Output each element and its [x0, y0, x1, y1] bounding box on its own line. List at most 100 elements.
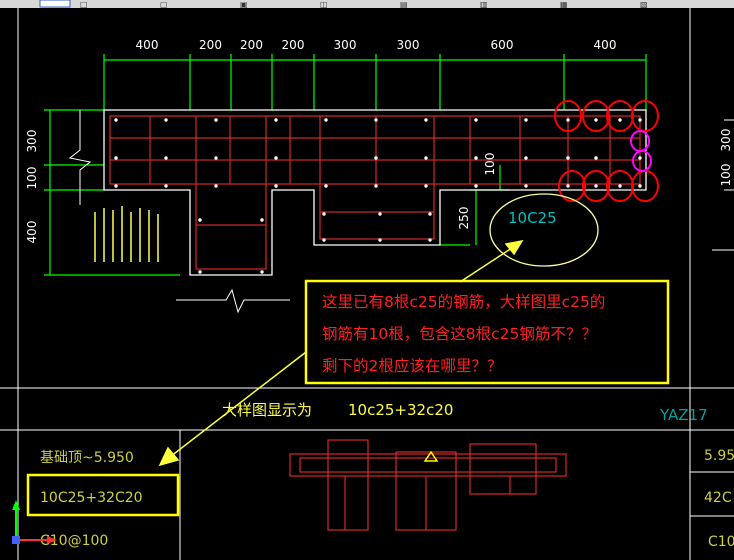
- rebar-bar-9: [566, 118, 570, 122]
- top-dim-3: 200: [282, 38, 305, 52]
- rebar-bar-35: [618, 184, 622, 188]
- ucs-x-arrow: [47, 536, 57, 544]
- rebar-highlight-box: [26, 473, 180, 517]
- rebar-bar-33: [566, 184, 570, 188]
- red-highlight-0: [554, 100, 582, 132]
- caption-prefix: 大样图显示为: [222, 401, 312, 419]
- rebar-bar-11: [618, 118, 622, 122]
- section-outer: [289, 453, 567, 477]
- rebar-bar-27: [274, 184, 278, 188]
- column-outline: [103, 109, 647, 276]
- rebar-bar-38: [260, 218, 264, 222]
- left-dim-400: 400: [25, 221, 39, 244]
- foundation-top-label: 基础顶~5.950: [40, 449, 134, 466]
- rebar-bar-39: [198, 270, 202, 274]
- toolbar-button-6[interactable]: ▦: [560, 0, 568, 9]
- top-dim-2: 200: [240, 38, 263, 52]
- rebar-bar-0: [114, 118, 118, 122]
- arrow-to-callout-head: [504, 239, 524, 256]
- rebar-bar-34: [594, 184, 598, 188]
- toolbar-button-5[interactable]: ▥: [480, 0, 488, 9]
- magenta-highlight-1: [632, 150, 652, 172]
- stirrup-label: C10@100: [40, 533, 108, 549]
- rebar-bar-20: [524, 156, 528, 160]
- rebar-bar-22: [594, 156, 598, 160]
- arrows: [158, 239, 524, 467]
- rebar-bar-6: [424, 118, 428, 122]
- toolbar-button-1[interactable]: ▢: [160, 0, 168, 9]
- top-dim-6: 600: [491, 38, 514, 52]
- rebar-bar-18: [424, 156, 428, 160]
- inner-dim-250: 250: [457, 207, 471, 230]
- rebar-bar-44: [322, 238, 326, 242]
- section-leg-3: [469, 443, 537, 495]
- rebar-bar-16: [274, 156, 278, 160]
- red-highlight-5: [582, 170, 610, 202]
- annotation-line-1: 这里已有8根c25的钢筋，大样图里c25的: [322, 293, 605, 311]
- rebar-bar-21: [566, 156, 570, 160]
- rebar-bar-45: [378, 238, 382, 242]
- top-dim-7: 400: [594, 38, 617, 52]
- rebar-bar-17: [374, 156, 378, 160]
- rebar-bar-29: [374, 184, 378, 188]
- right-dim-100: 100: [719, 164, 733, 187]
- top-dim-1: 200: [199, 38, 222, 52]
- toolbar-background: [0, 0, 734, 8]
- rebar-bar-12: [638, 118, 642, 122]
- highlight-marks: [554, 100, 659, 202]
- right-stirrup-label: C10: [708, 534, 734, 550]
- callout-label: 10C25: [508, 209, 557, 227]
- left-dim-300: 300: [25, 130, 39, 153]
- rebar-bar-43: [428, 212, 432, 216]
- rebar-bar-36: [638, 184, 642, 188]
- rebar-bar-26: [214, 184, 218, 188]
- rebar-bar-4: [324, 118, 328, 122]
- left-dim-100: 100: [25, 167, 39, 190]
- rebar-bar-1: [164, 118, 168, 122]
- rebar-bar-37: [198, 218, 202, 222]
- inner-dim-100: 100: [483, 153, 497, 176]
- bottom-break-line: [176, 288, 290, 314]
- rebar-bar-10: [594, 118, 598, 122]
- caption-value: 10c25+32c20: [348, 401, 453, 419]
- section-leg-1: [327, 439, 369, 531]
- red-highlight-7: [631, 170, 659, 202]
- ucs-origin: [12, 536, 20, 544]
- rebar-main-label: 10C25+32C20: [40, 490, 143, 506]
- toolbar-active-item[interactable]: [39, 0, 71, 8]
- red-highlight-3: [631, 100, 659, 132]
- rebar-bar-3: [274, 118, 278, 122]
- rebar-bar-13: [114, 156, 118, 160]
- stirrup-leg-left: [195, 115, 267, 270]
- drawing-frame: [0, 8, 734, 560]
- rebar-bar-23: [638, 156, 642, 160]
- rebar-bar-46: [428, 238, 432, 242]
- rebar-bar-14: [164, 156, 168, 160]
- stirrup-outer-top: [109, 115, 641, 185]
- section-detail: [289, 439, 567, 531]
- toolbar: □ ▢ ▣ ◫ ▤ ▥ ▦ ▧: [0, 0, 734, 9]
- rebar-bar-42: [378, 212, 382, 216]
- dimension-lines: [44, 54, 647, 276]
- rebar-bar-2: [214, 118, 218, 122]
- rebar-bar-41: [322, 212, 326, 216]
- rebar-bar-19: [474, 156, 478, 160]
- toolbar-button-3[interactable]: ◫: [320, 0, 328, 9]
- red-highlight-1: [582, 100, 610, 132]
- toolbar-button-2[interactable]: ▣: [240, 0, 248, 9]
- annotation-line-3: 剩下的2根应该在哪里？？: [322, 356, 502, 375]
- toolbar-button-7[interactable]: ▧: [640, 0, 648, 9]
- component-name: YAZ17: [659, 406, 708, 424]
- right-rebar-label: 42C: [704, 490, 732, 506]
- section-marker-triangle: [423, 450, 439, 462]
- rebar-bar-15: [214, 156, 218, 160]
- annotation-line-2: 钢筋有10根，包含这8根c25钢筋不？？: [322, 325, 597, 343]
- notes-block: [94, 206, 159, 262]
- toolbar-button-0[interactable]: □: [80, 0, 88, 9]
- rebar-bar-31: [474, 184, 478, 188]
- rebar-bar-25: [164, 184, 168, 188]
- toolbar-button-4[interactable]: ▤: [400, 0, 408, 9]
- top-dim-0: 400: [136, 38, 159, 52]
